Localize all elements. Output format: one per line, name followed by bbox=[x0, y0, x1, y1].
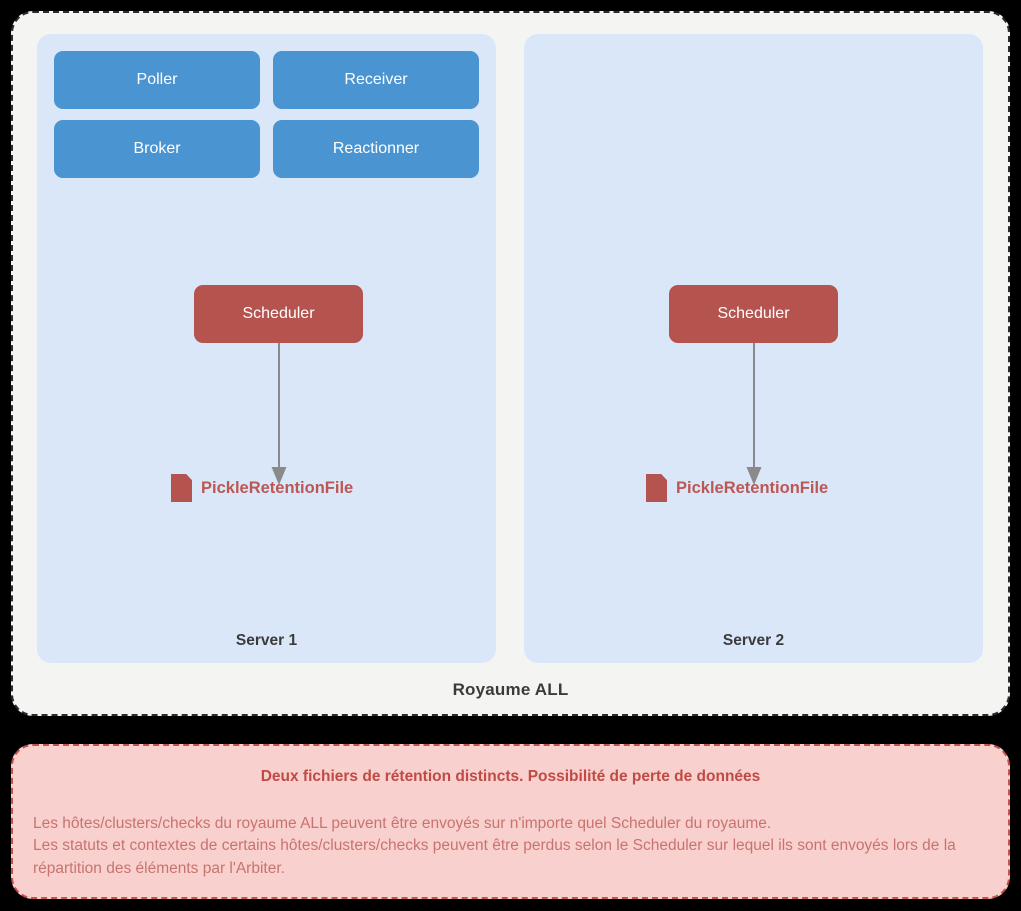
daemon-grid-server-1: Poller Receiver Broker Reactionner bbox=[54, 51, 479, 189]
realm-container: Poller Receiver Broker Reactionner Sched… bbox=[11, 11, 1010, 716]
daemon-box-receiver[interactable]: Receiver bbox=[273, 51, 479, 109]
note-title: Deux fichiers de rétention distincts. Po… bbox=[260, 768, 761, 785]
note-line: Les statuts et contextes de certains hôt… bbox=[33, 837, 956, 877]
retention-file-node-server-1: PickleRetentionFile bbox=[171, 474, 353, 502]
retention-file-label: PickleRetentionFile bbox=[201, 478, 354, 497]
daemon-box-poller[interactable]: Poller bbox=[54, 51, 260, 109]
daemon-box-reactionner[interactable]: Reactionner bbox=[273, 120, 479, 178]
server-panel-server-2: Scheduler PickleRetentionFile Server 2 bbox=[524, 34, 983, 663]
realm-label: Royaume ALL bbox=[452, 680, 569, 699]
scheduler-box-server-2[interactable]: Scheduler bbox=[669, 285, 838, 343]
server-panel-server-1: Poller Receiver Broker Reactionner Sched… bbox=[37, 34, 496, 663]
daemon-box-broker[interactable]: Broker bbox=[54, 120, 260, 178]
daemon-row: Poller Receiver bbox=[54, 51, 479, 109]
daemon-row: Broker Reactionner bbox=[54, 120, 479, 178]
note-body: Les hôtes/clusters/checks du royaume ALL… bbox=[33, 813, 988, 880]
arrow-scheduler-to-retention-server-2 bbox=[746, 343, 762, 485]
retention-file-label: PickleRetentionFile bbox=[676, 478, 829, 497]
file-icon bbox=[646, 474, 667, 502]
server-label-server-1: Server 1 bbox=[235, 632, 298, 649]
warning-note-panel: Deux fichiers de rétention distincts. Po… bbox=[11, 744, 1010, 899]
retention-file-node-server-2: PickleRetentionFile bbox=[646, 474, 828, 502]
file-icon bbox=[171, 474, 192, 502]
scheduler-box-server-1[interactable]: Scheduler bbox=[194, 285, 363, 343]
server-label-server-2: Server 2 bbox=[722, 632, 785, 649]
note-line: Les hôtes/clusters/checks du royaume ALL… bbox=[33, 815, 772, 832]
arrow-scheduler-to-retention-server-1 bbox=[271, 343, 287, 485]
